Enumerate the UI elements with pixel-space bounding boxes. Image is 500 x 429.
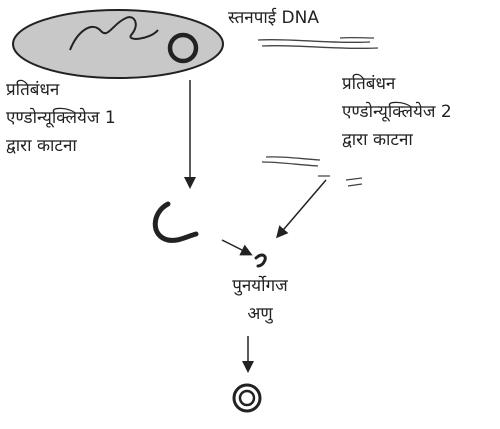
recombinant-line-1: पुनर्योगज [215,272,305,300]
enzyme-1-line-3: द्वारा काटना [6,132,116,160]
recombinant-molecule-label: पुनर्योगज अणु [215,272,305,328]
enzyme-2-line-1: प्रतिबंधन [342,70,452,98]
bacterial-cell [13,10,223,78]
enzyme-1-label: प्रतिबंधन एण्डोन्यूक्लियेज 1 द्वारा काटन… [6,76,116,160]
enzyme-1-line-1: प्रतिबंधन [6,76,116,104]
recombinant-line-2: अणु [215,300,305,328]
arrow-plasmid-to-join [222,240,250,254]
recombinant-plasmid-inner [240,391,254,405]
joined-fragment [256,255,265,266]
dna-fragment-2 [266,157,320,160]
recombinant-plasmid-outer [234,385,260,411]
enzyme-2-line-2: एण्डोन्यूक्लियेज 2 [342,98,452,126]
dna-fragment-1 [262,162,318,166]
mammalian-dna-strand [258,38,378,49]
enzyme-2-line-3: द्वारा काटना [342,126,452,154]
cut-plasmid [155,204,196,240]
mammalian-dna-label: स्तनपाई DNA [228,4,319,32]
arrow-fragment-to-join [278,180,326,236]
enzyme-1-line-2: एण्डोन्यूक्लियेज 1 [6,104,116,132]
enzyme-2-label: प्रतिबंधन एण्डोन्यूक्लियेज 2 द्वारा काटन… [342,70,452,154]
